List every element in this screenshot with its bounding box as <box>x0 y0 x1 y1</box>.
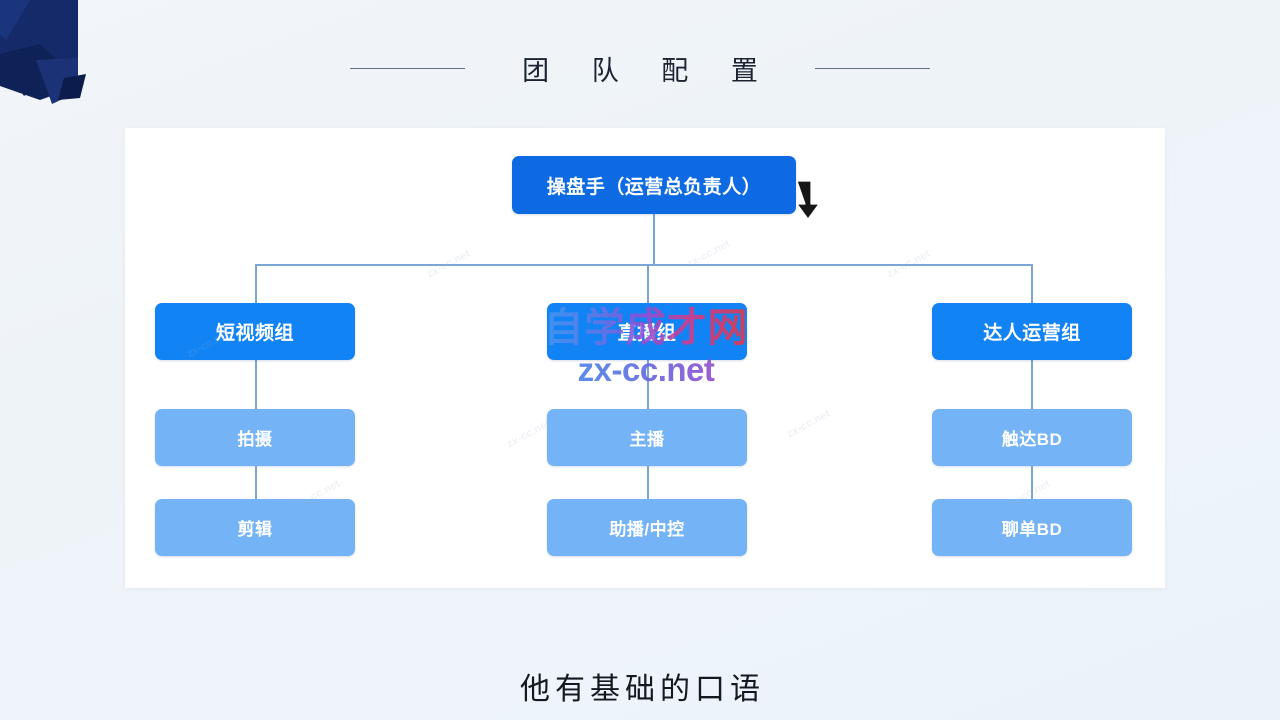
org-node-root[interactable]: 操盘手（运营总负责人） <box>512 156 796 214</box>
connector-bus-to-group-0 <box>255 264 257 304</box>
org-node-leaf-outreach-bd[interactable]: 触达BD <box>932 409 1132 466</box>
org-node-leaf-editing[interactable]: 剪辑 <box>155 499 355 556</box>
connector-leaf-0-to-leaf-1-col-1 <box>647 466 649 500</box>
slide-title-row: 团 队 配 置 <box>0 42 1280 94</box>
connector-bus-to-group-1 <box>647 264 649 304</box>
org-chart: 操盘手（运营总负责人） 短视频组 直播组 达人运营组 拍摄 剪辑 主播 助播/中… <box>125 128 1165 588</box>
org-node-group-live-stream[interactable]: 直播组 <box>547 303 747 360</box>
connector-group-2-to-leaf-0 <box>1031 360 1033 410</box>
org-node-group-short-video-label: 短视频组 <box>215 323 294 344</box>
org-node-group-influencer-ops-label: 达人运营组 <box>983 323 1081 344</box>
connector-horizontal-bus <box>255 264 1033 266</box>
ghost-watermark: zx-cc.net <box>784 407 833 441</box>
org-node-leaf-outreach-bd-label: 触达BD <box>1001 430 1063 449</box>
org-node-group-influencer-ops[interactable]: 达人运营组 <box>932 303 1132 360</box>
slide-caption: 他有基础的口语 <box>520 672 765 707</box>
org-node-group-live-stream-label: 直播组 <box>617 323 677 344</box>
connector-leaf-0-to-leaf-1-col-0 <box>255 466 257 500</box>
connector-group-1-to-leaf-0 <box>647 360 649 410</box>
org-node-leaf-chat-bd[interactable]: 聊单BD <box>932 499 1132 556</box>
org-node-leaf-assistant-host-label: 助播/中控 <box>609 520 685 539</box>
org-node-leaf-host[interactable]: 主播 <box>547 409 747 466</box>
title-rule-left <box>350 67 466 69</box>
page-title: 团 队 配 置 <box>522 55 775 87</box>
org-node-leaf-filming-label: 拍摄 <box>237 430 273 449</box>
org-node-leaf-host-label: 主播 <box>629 430 665 449</box>
org-chart-card: 操盘手（运营总负责人） 短视频组 直播组 达人运营组 拍摄 剪辑 主播 助播/中… <box>125 128 1165 588</box>
connector-group-0-to-leaf-0 <box>255 360 257 410</box>
connector-bus-to-group-2 <box>1031 264 1033 304</box>
org-node-leaf-chat-bd-label: 聊单BD <box>1001 520 1063 539</box>
ghost-watermark: zx-cc.net <box>504 417 553 451</box>
connector-leaf-0-to-leaf-1-col-2 <box>1031 466 1033 500</box>
org-node-root-label: 操盘手（运营总负责人） <box>546 176 762 198</box>
org-node-group-short-video[interactable]: 短视频组 <box>155 303 355 360</box>
org-node-leaf-filming[interactable]: 拍摄 <box>155 409 355 466</box>
connector-root-down <box>653 214 655 265</box>
title-rule-right <box>814 67 930 69</box>
org-node-leaf-editing-label: 剪辑 <box>237 520 273 539</box>
org-node-leaf-assistant-host[interactable]: 助播/中控 <box>547 499 747 556</box>
